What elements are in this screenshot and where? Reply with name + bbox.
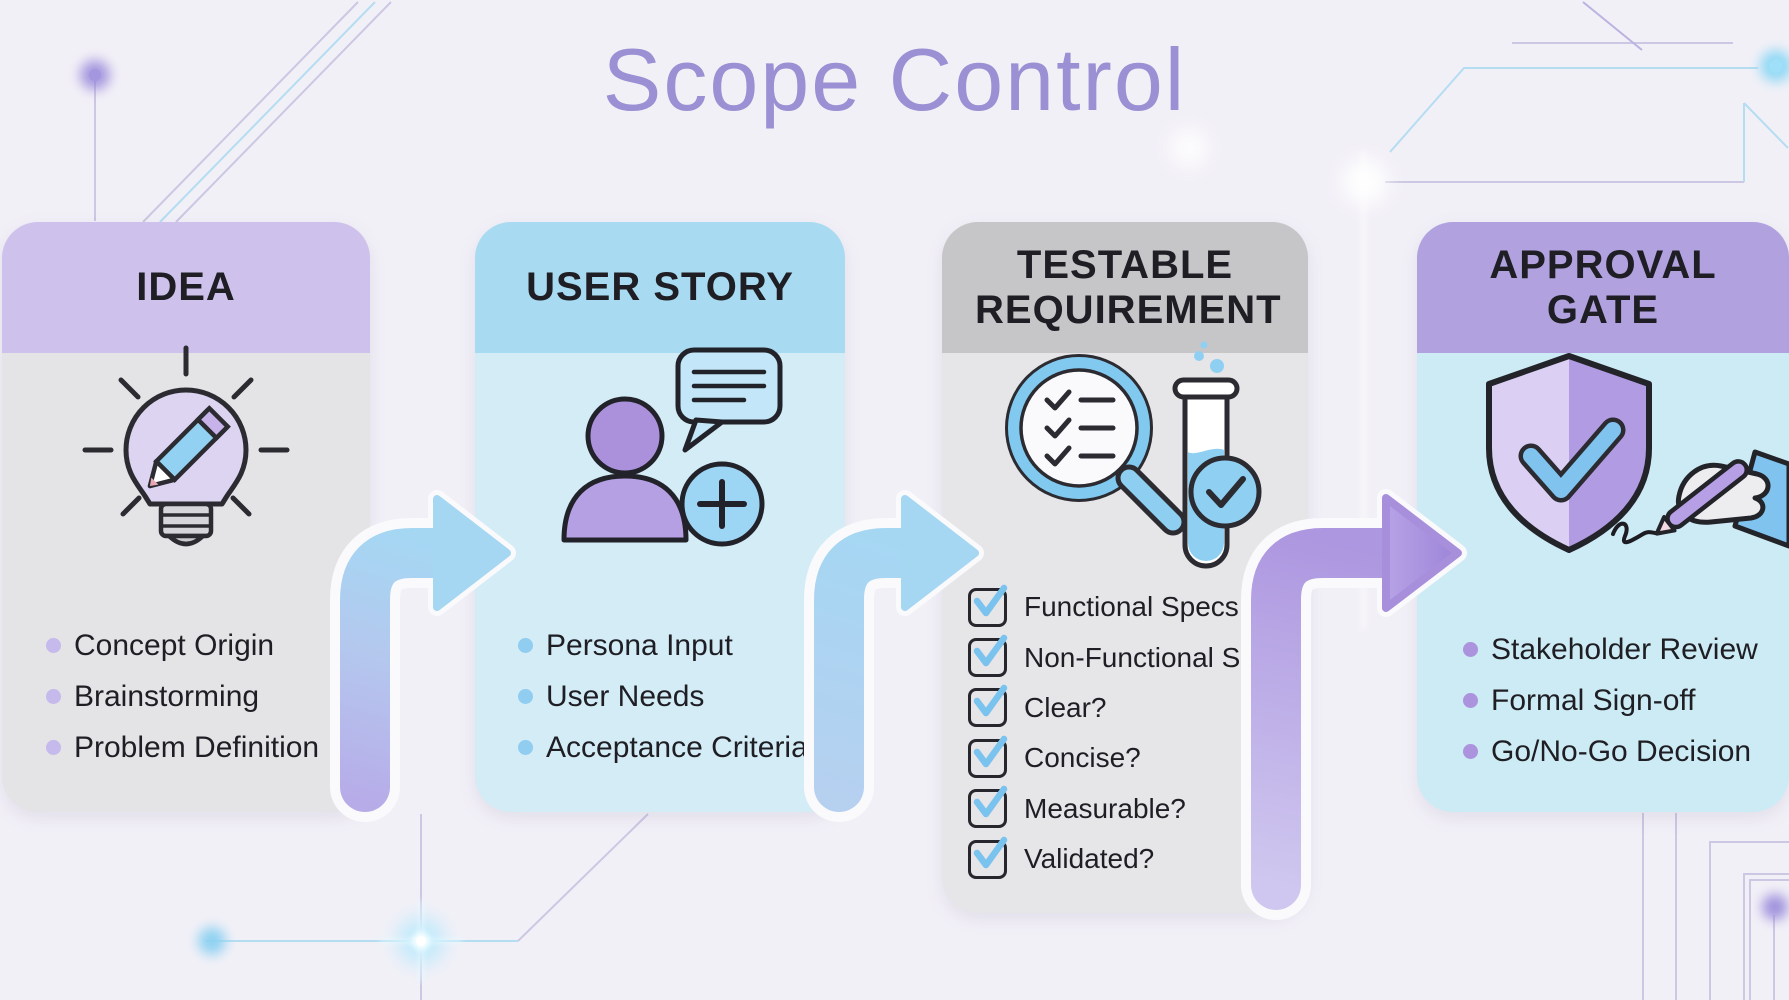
list-item-label: Concept Origin (74, 628, 275, 662)
list-item-label: User Needs (546, 679, 705, 713)
bullet-dot (1463, 744, 1478, 759)
card-user-story-header: USER STORY (475, 222, 845, 353)
list-item-label: Formal Sign-off (1491, 683, 1696, 717)
checkbox-checked-icon (968, 685, 1008, 728)
checklist-item: Functional Specs (968, 582, 1299, 632)
checkbox-checked-icon (968, 735, 1008, 778)
list-item-label: Brainstorming (74, 679, 260, 713)
list-item: Acceptance Criteria (518, 722, 808, 773)
list-item: Formal Sign-off (1463, 675, 1758, 726)
list-item: Brainstorming (46, 671, 319, 722)
list-item-label: Persona Input (546, 628, 733, 662)
card-approval-gate-header: APPROVAL GATE (1417, 222, 1789, 353)
bullet-dot (46, 740, 61, 755)
list-item: Stakeholder Review (1463, 624, 1758, 675)
card-user-story-title: USER STORY (526, 265, 794, 310)
user-story-bullet-list: Persona Input User Needs Acceptance Crit… (518, 620, 808, 773)
checklist-item: Concise? (968, 733, 1299, 783)
requirement-checklist: Functional Specs Non-Functional Specs Cl… (968, 582, 1299, 884)
idea-bullet-list: Concept Origin Brainstorming Problem Def… (46, 620, 319, 773)
checkbox-checked-icon (968, 584, 1008, 627)
bullet-dot (46, 638, 61, 653)
checklist-item: Non-Functional Specs (968, 632, 1299, 682)
bullet-dot (1463, 693, 1478, 708)
glow-nodes (80, 50, 1789, 982)
card-user-story: USER STORY Persona Input User Needs Acce… (475, 222, 845, 812)
card-testable-requirement-title: TESTABLE REQUIREMENT (975, 242, 1282, 332)
checklist-item: Clear? (968, 683, 1299, 733)
checklist-item-label: Validated? (1024, 843, 1155, 875)
glow-node-cyan-bottomleft (198, 927, 226, 955)
magnifier-checklist-test-tube-icon (987, 340, 1263, 572)
shield-check-signature-icon (1417, 334, 1789, 584)
checklist-item: Validated? (968, 834, 1299, 884)
list-item: User Needs (518, 671, 808, 722)
checklist-item-label: Concise? (1024, 742, 1141, 774)
lightbulb-pencil-icon (71, 338, 301, 570)
bullet-dot (518, 689, 533, 704)
bullet-dot (46, 689, 61, 704)
card-testable-requirement-header: TESTABLE REQUIREMENT (942, 222, 1308, 353)
checklist-item: Measurable? (968, 784, 1299, 834)
checkbox-checked-icon (968, 836, 1008, 879)
card-testable-requirement: TESTABLE REQUIREMENT (942, 222, 1308, 913)
card-idea-title: IDEA (136, 265, 236, 310)
circuit-line-purple (1582, 1, 1643, 51)
card-idea-header: IDEA (2, 222, 370, 353)
card-approval-gate: APPROVAL GATE Stakeholder Review Formal … (1417, 222, 1789, 812)
list-item-label: Stakeholder Review (1491, 632, 1758, 666)
glow-node-purple-bottomright (1762, 894, 1788, 920)
circuit-lines-gray (94, 1, 1789, 1000)
bullet-dot (518, 740, 533, 755)
checklist-item-label: Functional Specs (1024, 591, 1239, 623)
list-item: Concept Origin (46, 620, 319, 671)
page-title: Scope Control (602, 30, 1187, 129)
card-approval-gate-title: APPROVAL GATE (1489, 242, 1717, 332)
approval-gate-bullet-list: Stakeholder Review Formal Sign-off Go/No… (1463, 624, 1758, 777)
bullet-dot (1463, 642, 1478, 657)
user-add-speech-bubble-icon (530, 344, 790, 560)
checkbox-checked-icon (968, 634, 1008, 678)
list-item-label: Acceptance Criteria (546, 730, 808, 764)
checklist-item-label: Non-Functional Specs (1024, 641, 1300, 673)
list-item-label: Go/No-Go Decision (1491, 734, 1752, 768)
circuit-lines-blue (159, 1, 1789, 942)
glow-flare-card3 (1171, 130, 1207, 166)
list-item: Problem Definition (46, 722, 319, 773)
checklist-item-label: Clear? (1024, 691, 1107, 723)
list-item-label: Problem Definition (74, 730, 320, 764)
list-item: Persona Input (518, 620, 808, 671)
bullet-dot (518, 638, 533, 653)
checklist-item-label: Measurable? (1024, 792, 1186, 824)
list-item: Go/No-Go Decision (1463, 726, 1758, 777)
checkbox-checked-icon (968, 786, 1008, 829)
card-idea: IDEA (2, 222, 370, 812)
